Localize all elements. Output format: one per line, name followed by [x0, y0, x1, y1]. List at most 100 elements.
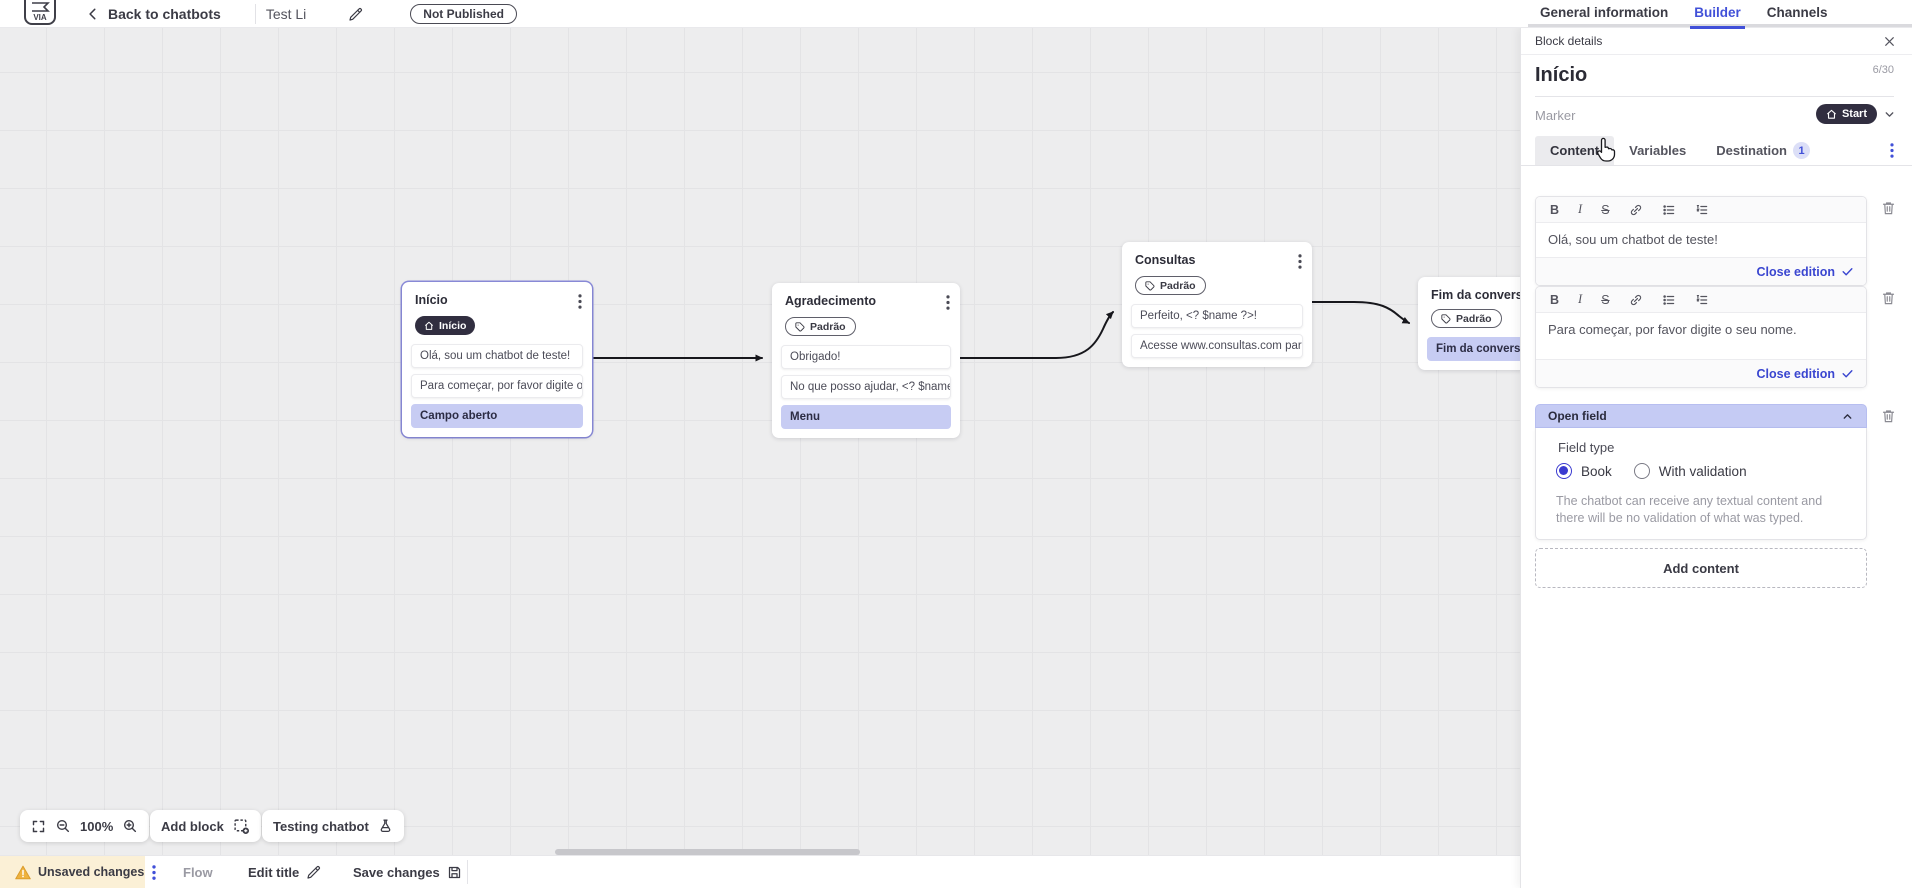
radio-validation-label: With validation — [1658, 463, 1747, 479]
panel-header-title: Block details — [1535, 34, 1603, 48]
app-logo[interactable]: VIA — [22, 0, 58, 26]
flow-block-agradecimento[interactable]: Agradecimento Padrão Obrigado! No que po… — [772, 283, 960, 438]
back-to-chatbots-button[interactable]: Back to chatbots — [86, 6, 221, 22]
unsaved-changes-label: Unsaved changes — [38, 865, 145, 879]
flow-canvas[interactable]: Início Início Olá, sou um chatbot de tes… — [0, 28, 1520, 888]
block-row[interactable]: No que posso ajudar, <? $name ... — [781, 374, 951, 399]
canvas-horizontal-scrollbar[interactable] — [555, 849, 860, 855]
testing-chatbot-button[interactable]: Testing chatbot — [262, 810, 404, 842]
trash-icon[interactable] — [1881, 200, 1896, 216]
strikethrough-icon[interactable]: S — [1601, 202, 1610, 217]
panel-tabs: Content Variables Destination 1 — [1521, 136, 1912, 166]
tab-general-information[interactable]: General information — [1540, 4, 1669, 20]
char-counter: 6/30 — [1872, 64, 1894, 76]
block-row-end[interactable]: Fim da conversa — [1427, 336, 1520, 361]
open-field-header[interactable]: Open field — [1535, 404, 1867, 428]
panel-header: Block details — [1521, 28, 1912, 55]
zoom-in-icon[interactable] — [122, 818, 138, 834]
canvas-zoom-controls: 100% — [20, 810, 150, 842]
add-block-icon — [233, 818, 250, 835]
tab-content[interactable]: Content — [1535, 136, 1615, 165]
block-row[interactable]: Para começar, por favor digite o ... — [411, 373, 583, 398]
link-icon[interactable] — [1629, 203, 1643, 217]
tab-destination[interactable]: Destination 1 — [1701, 136, 1825, 165]
close-icon[interactable] — [1883, 35, 1896, 48]
unsaved-changes-indicator: Unsaved changes — [0, 856, 145, 888]
tab-channels[interactable]: Channels — [1766, 4, 1828, 20]
tag-pill-label: Padrão — [810, 320, 846, 333]
fullscreen-icon[interactable] — [31, 819, 46, 834]
builder-nav-tabs: General information Builder Channels — [1528, 0, 1912, 29]
statusbar-kebab-icon[interactable] — [152, 856, 156, 888]
tag-icon — [795, 321, 805, 331]
name-input-underline — [1535, 96, 1894, 97]
trash-icon[interactable] — [1881, 408, 1896, 424]
strikethrough-icon[interactable]: S — [1601, 292, 1610, 307]
warning-icon — [15, 865, 31, 879]
tag-pill: Padrão — [785, 317, 856, 336]
open-field-body: Field type Book With validation The chat… — [1535, 428, 1867, 540]
home-icon — [1826, 109, 1836, 119]
zoom-level: 100% — [80, 818, 114, 834]
marker-select[interactable]: Start — [1815, 104, 1896, 124]
destination-badge: 1 — [1793, 142, 1811, 159]
block-title: Início — [415, 293, 448, 307]
block-row-menu[interactable]: Menu — [781, 404, 951, 429]
flow-view-toggle[interactable]: Flow — [183, 864, 213, 880]
link-icon[interactable] — [1629, 293, 1643, 307]
close-edition-button[interactable]: Close edition — [1757, 367, 1854, 381]
flow-block-fim-da-conversa[interactable]: Fim da conversa Padrão Fim da conversa — [1418, 277, 1520, 370]
block-menu-kebab-icon[interactable] — [1298, 254, 1302, 269]
italic-icon[interactable]: I — [1578, 202, 1583, 216]
italic-icon[interactable]: I — [1578, 292, 1583, 306]
flow-block-consultas[interactable]: Consultas Padrão Perfeito, <? $name ?>! … — [1122, 242, 1312, 367]
tag-icon — [1145, 280, 1155, 290]
editor-text[interactable]: Para começar, por favor digite o seu nom… — [1536, 313, 1866, 359]
block-row[interactable]: Acesse www.consultas.com par... — [1131, 333, 1303, 358]
block-row-open-field[interactable]: Campo aberto — [411, 403, 583, 428]
editor-text[interactable]: Olá, sou um chatbot de teste! — [1536, 223, 1866, 257]
check-icon — [1842, 268, 1853, 276]
numbered-list-icon[interactable] — [1695, 293, 1709, 307]
tab-variables[interactable]: Variables — [1629, 143, 1687, 158]
zoom-out-icon[interactable] — [55, 818, 71, 834]
tab-builder[interactable]: Builder — [1690, 0, 1745, 29]
tag-icon — [1441, 313, 1451, 323]
bold-icon[interactable]: B — [1550, 292, 1560, 307]
edit-title-button[interactable]: Edit title — [248, 856, 322, 888]
top-bar-left: VIA Back to chatbots Test Li Not Publish… — [0, 0, 517, 27]
panel-kebab-icon[interactable] — [1890, 143, 1894, 158]
bold-icon[interactable]: B — [1550, 202, 1560, 217]
block-menu-kebab-icon[interactable] — [578, 294, 582, 309]
bullet-list-icon[interactable] — [1662, 203, 1676, 217]
block-row[interactable]: Perfeito, <? $name ?>! — [1131, 303, 1303, 328]
radio-book-label: Book — [1581, 463, 1612, 479]
block-row[interactable]: Obrigado! — [781, 344, 951, 369]
save-icon — [448, 866, 460, 878]
edit-title-pencil-icon[interactable] — [348, 6, 364, 22]
add-block-button[interactable]: Add block — [150, 810, 261, 842]
tag-pill-label: Padrão — [1160, 279, 1196, 292]
flow-block-inicio[interactable]: Início Início Olá, sou um chatbot de tes… — [402, 282, 592, 437]
back-label: Back to chatbots — [108, 5, 221, 22]
bullet-list-icon[interactable] — [1662, 293, 1676, 307]
block-title: Consultas — [1135, 253, 1196, 267]
open-field-card: Open field Field type Book With validati… — [1535, 404, 1867, 540]
trash-icon[interactable] — [1881, 290, 1896, 306]
block-details-panel: Block details Início 6/30 Marker Start C… — [1520, 28, 1912, 888]
block-name-input[interactable]: Início — [1535, 64, 1588, 86]
chatbot-title: Test Li — [265, 5, 307, 22]
block-menu-kebab-icon[interactable] — [946, 295, 950, 310]
editor-footer: Close edition — [1536, 359, 1866, 387]
radio-with-validation[interactable]: With validation — [1633, 463, 1747, 479]
tag-pill: Padrão — [1431, 309, 1502, 328]
radio-book[interactable]: Book — [1556, 463, 1612, 479]
add-content-button[interactable]: Add content — [1535, 548, 1867, 588]
tag-pill: Padrão — [1135, 276, 1206, 295]
numbered-list-icon[interactable] — [1695, 203, 1709, 217]
close-edition-button[interactable]: Close edition — [1757, 265, 1854, 279]
save-changes-button[interactable]: Save changes — [353, 856, 462, 888]
start-marker-pill: Início — [415, 316, 476, 335]
tag-pill-label: Padrão — [1456, 312, 1492, 325]
block-row[interactable]: Olá, sou um chatbot de teste! — [411, 343, 583, 368]
